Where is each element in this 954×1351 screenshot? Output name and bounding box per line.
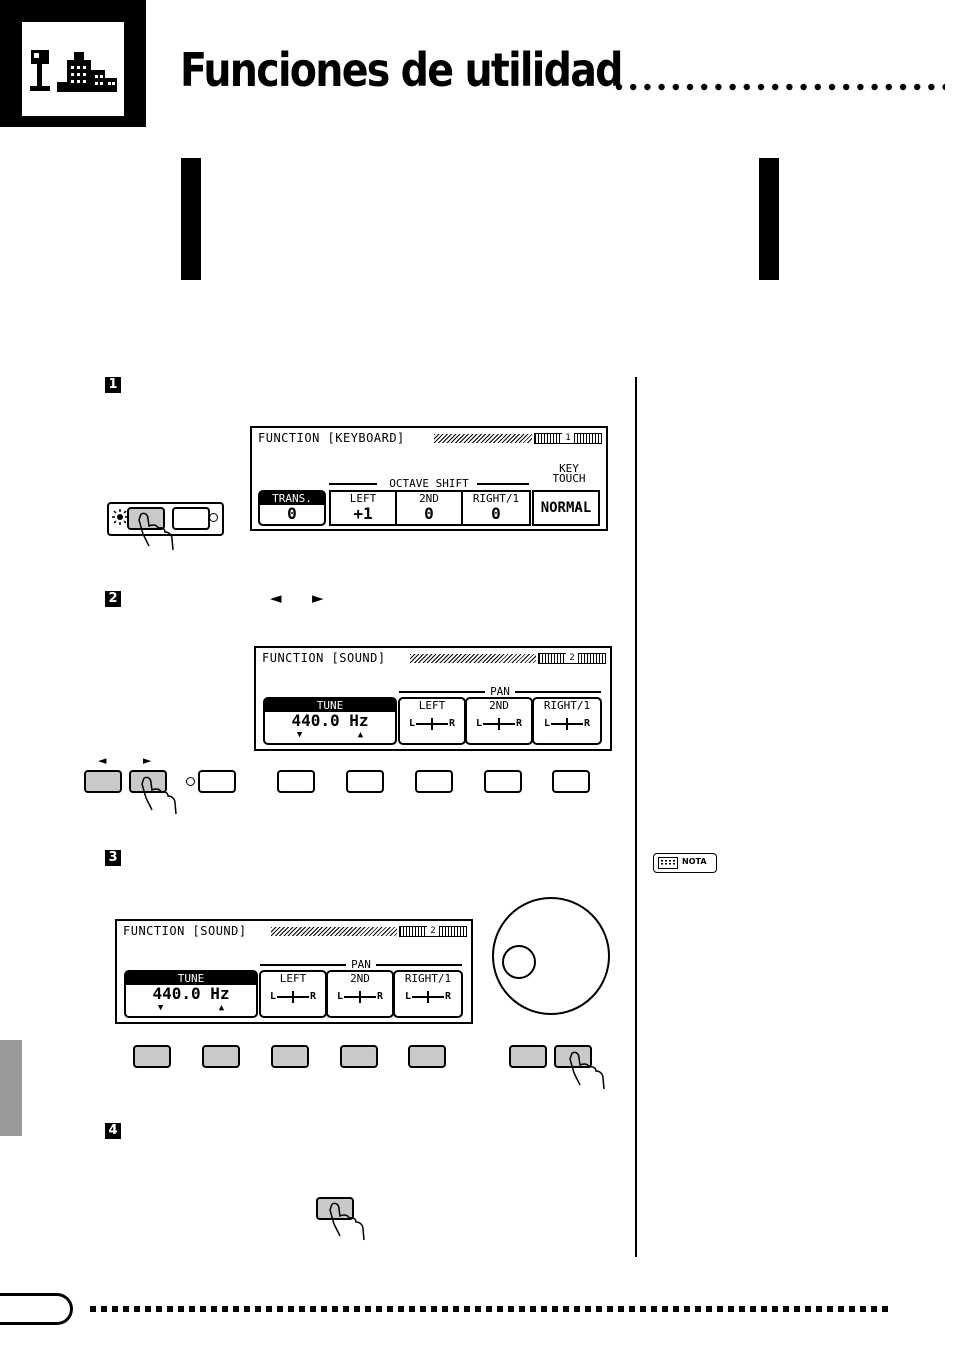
lcd-title: FUNCTION [KEYBOARD] [258, 431, 405, 445]
pressing-hand-icon [329, 1202, 365, 1241]
step-3-marker: 3 [105, 850, 121, 866]
pressing-hand-icon [569, 1051, 605, 1090]
step-2-marker: 2 [105, 591, 121, 607]
lcd-button-3[interactable] [271, 1045, 309, 1068]
page-left-label: ◄ [98, 754, 107, 767]
function-button[interactable] [127, 507, 165, 530]
dial-grip [502, 945, 536, 979]
left-cell: LEFT+1 [329, 490, 397, 526]
lcd-hatch [434, 434, 532, 443]
trans-cell: TRANS.0 [258, 490, 326, 526]
indicator-led [209, 513, 218, 522]
indicator-led [186, 777, 195, 786]
page-title: Funciones de utilidad [180, 43, 623, 97]
page-left-button[interactable] [84, 770, 122, 793]
nota-label: NOTA [682, 857, 707, 866]
page-indicator: 2 [399, 926, 467, 937]
lcd-button-1[interactable] [198, 770, 236, 793]
step-1-marker: 1 [105, 377, 121, 393]
left-arrow-symbol: ◄ [270, 589, 282, 607]
lcd-button-2[interactable] [202, 1045, 240, 1068]
lcd-button-3[interactable] [346, 770, 384, 793]
page-right-button[interactable] [129, 770, 167, 793]
lcd-hatch [271, 927, 397, 936]
page-indicator: 2 [538, 653, 606, 664]
pressing-hand-icon [141, 776, 177, 815]
utility-icon [22, 22, 124, 116]
data-dial[interactable] [492, 897, 610, 1015]
section-bar-left [181, 158, 201, 280]
pan-group: PAN [260, 958, 462, 971]
section-side-tab [0, 1040, 22, 1136]
decrement-button[interactable] [509, 1045, 547, 1068]
tune-cell: TUNE 440.0 Hz ▼ ▲ [263, 697, 397, 745]
page-right-label: ► [143, 754, 152, 767]
touch-cell: NORMAL [532, 490, 600, 526]
lcd-title: FUNCTION [SOUND] [262, 651, 386, 665]
column-divider [635, 377, 637, 1257]
right-arrow-symbol: ► [312, 589, 324, 607]
lcd-title: FUNCTION [SOUND] [123, 924, 247, 938]
page-number-pill [0, 1293, 73, 1325]
lcd-button-4[interactable] [415, 770, 453, 793]
page-indicator: 1 [534, 433, 602, 444]
title-leader-dots [615, 82, 945, 92]
lcd-button-5[interactable] [484, 770, 522, 793]
lcd-hatch [410, 654, 536, 663]
pressing-hand-icon [138, 512, 174, 551]
octave-shift-group: OCTAVE SHIFT [329, 477, 529, 490]
lcd-button-1[interactable] [133, 1045, 171, 1068]
pan-group: PAN [399, 685, 601, 698]
step-4-marker: 4 [105, 1123, 121, 1139]
lcd-button-2[interactable] [277, 770, 315, 793]
tune-cell: TUNE 440.0 Hz ▼ ▲ [124, 970, 258, 1018]
nota-badge: NOTA [653, 853, 717, 873]
lcd-button-5[interactable] [408, 1045, 446, 1068]
lamp-icon [112, 509, 128, 529]
footer-dotted-line [90, 1306, 890, 1312]
lcd-sound-step3: FUNCTION [SOUND] 2 PAN TUNE 440.0 Hz ▼ ▲… [115, 919, 473, 1024]
lcd-sound-step2: FUNCTION [SOUND] 2 PAN TUNE 440.0 Hz ▼ ▲… [254, 646, 612, 751]
lcd-button-4[interactable] [340, 1045, 378, 1068]
section-bar-right [759, 158, 779, 280]
keyboard-icon [658, 857, 678, 869]
lcd-button-6[interactable] [552, 770, 590, 793]
